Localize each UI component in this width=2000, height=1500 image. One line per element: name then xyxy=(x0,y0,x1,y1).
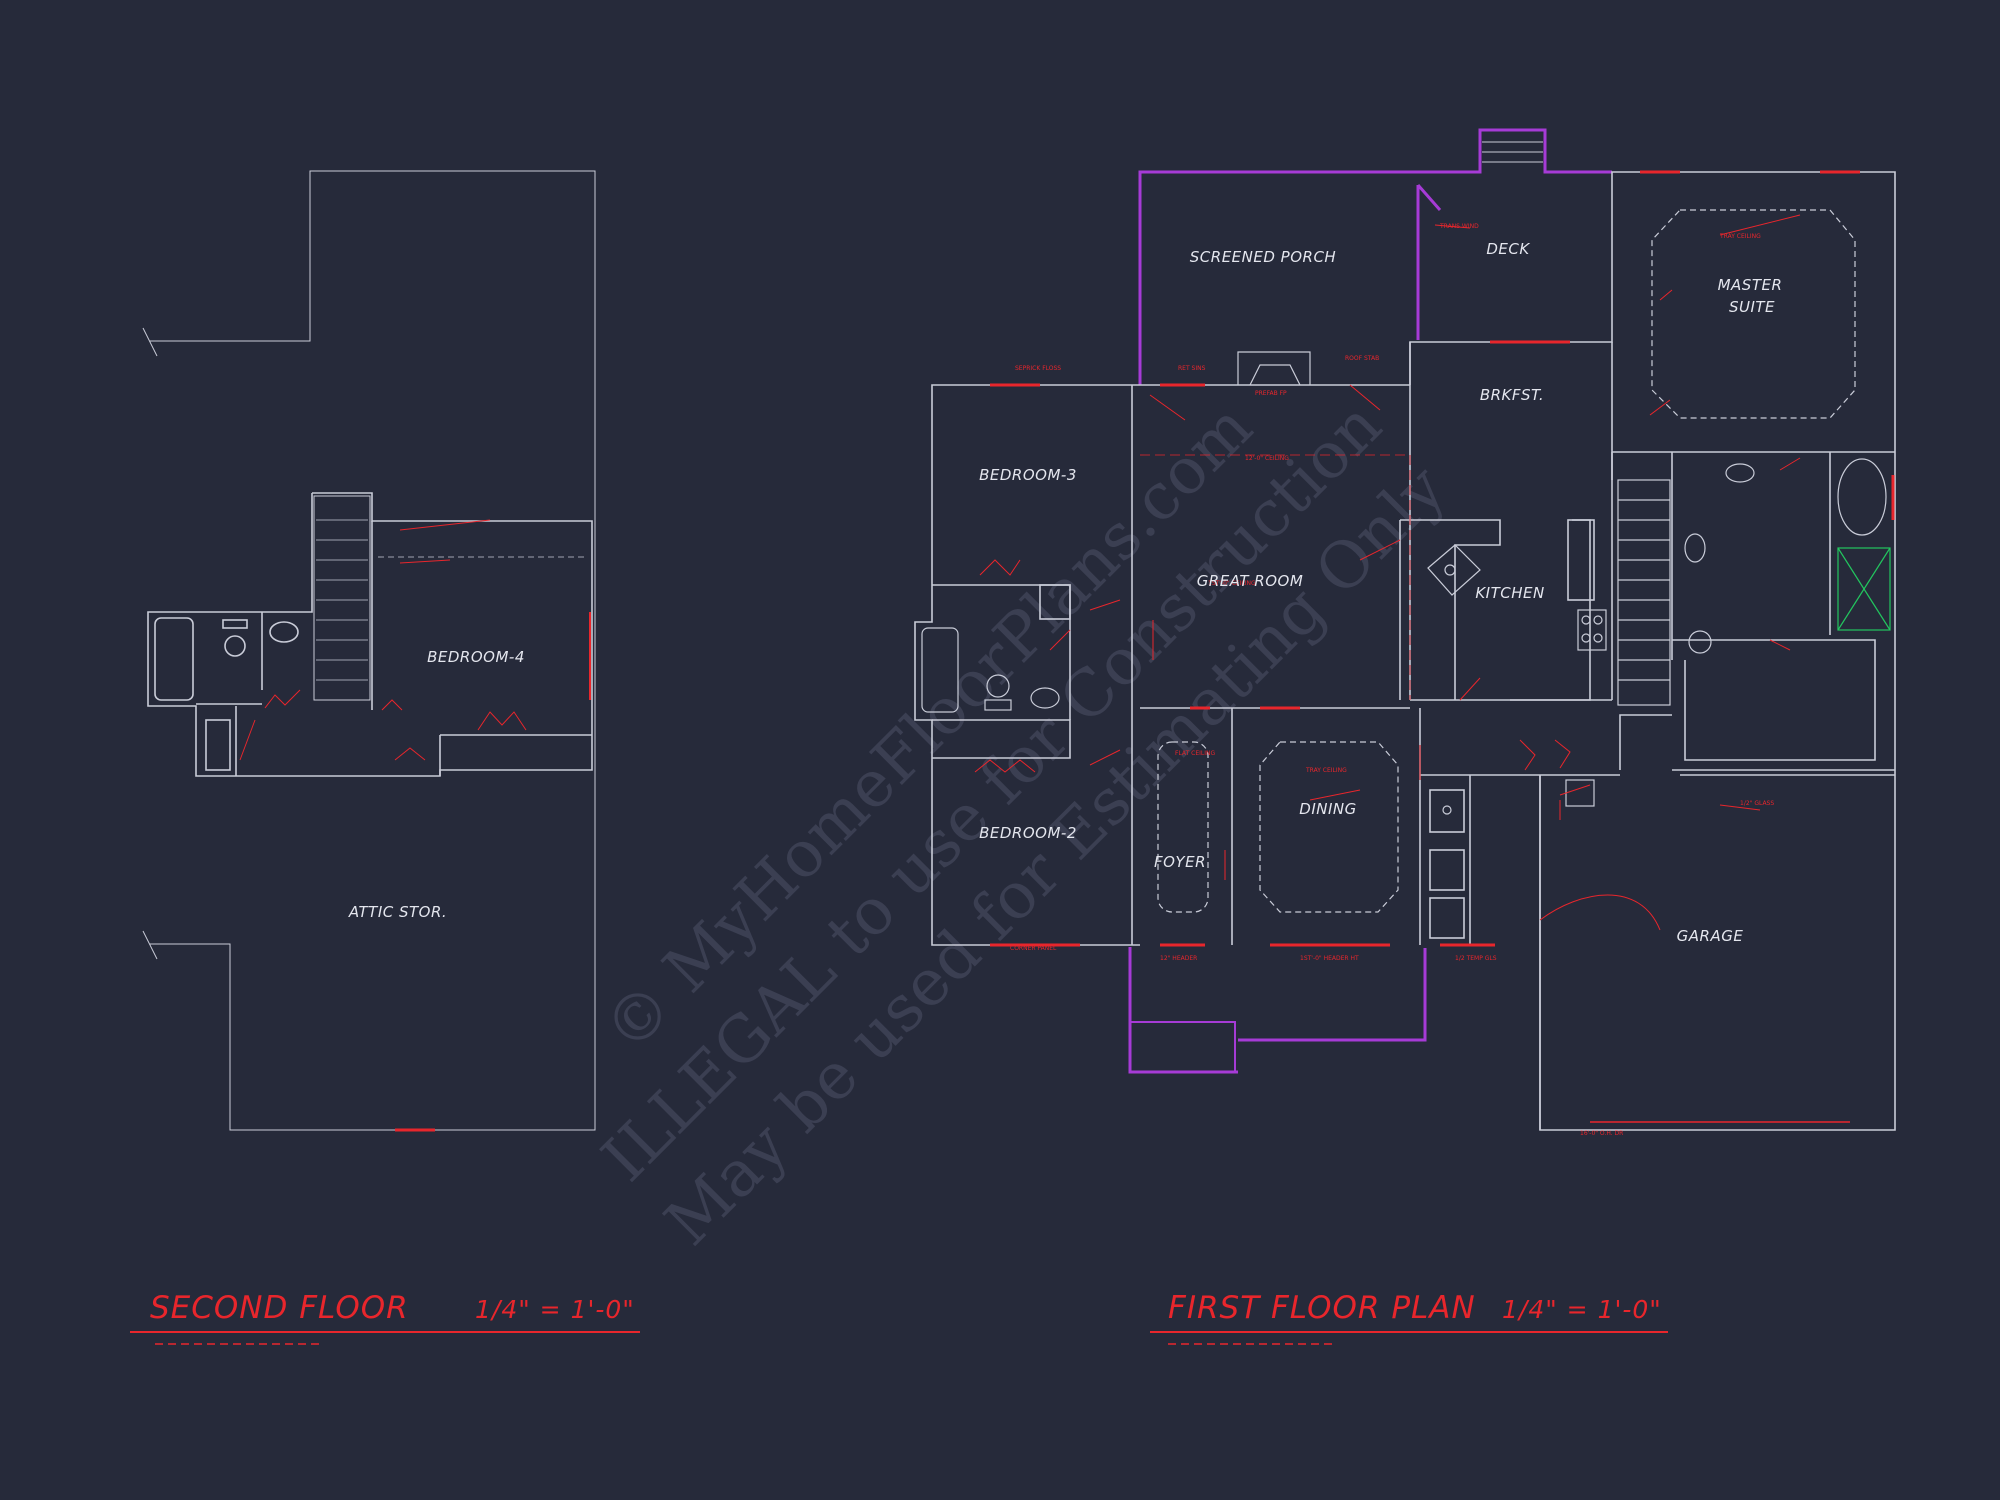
svg-text:ROOF STAB: ROOF STAB xyxy=(1345,355,1379,362)
first-floor-notes: SEPRICK FLOSS RET SINS ROOF STAB PREFAB … xyxy=(1010,223,1774,1137)
stairs-treads xyxy=(316,519,368,681)
svg-text:CORNER PANEL: CORNER PANEL xyxy=(1010,945,1057,952)
dining-tray-ceiling xyxy=(1259,741,1399,913)
stairs-icon xyxy=(313,495,371,701)
range-icon xyxy=(1577,609,1607,651)
svg-text:TRAY CEILING: TRAY CEILING xyxy=(1719,233,1761,240)
svg-text:1ST'-0" CEILING: 1ST'-0" CEILING xyxy=(1208,580,1256,587)
bedroom4-label: BEDROOM-4 xyxy=(427,648,525,666)
foyer-ceiling xyxy=(1157,741,1209,913)
bathtub-icon xyxy=(921,627,959,713)
watermark: © MyHomeFloorPlans.com ILLEGAL to use fo… xyxy=(588,388,1460,1260)
first-floor-title: FIRST FLOOR PLAN xyxy=(1168,1290,1476,1326)
bathtub-icon xyxy=(154,617,194,701)
svg-text:1/2 TEMP GLS: 1/2 TEMP GLS xyxy=(1455,955,1497,962)
svg-text:TRANS WIND: TRANS WIND xyxy=(1439,223,1479,230)
attic-storage-label: ATTIC STOR. xyxy=(348,903,447,921)
first-floor-fixtures xyxy=(921,209,1891,913)
svg-text:12'-0" CEILING: 12'-0" CEILING xyxy=(1245,455,1289,462)
svg-text:12" HEADER: 12" HEADER xyxy=(1160,955,1197,962)
sink-icon xyxy=(1684,533,1706,563)
toilet-icon xyxy=(224,635,246,657)
watermark-line-2: ILLEGAL to use for Construction xyxy=(588,388,1396,1196)
svg-text:PREFAB FP: PREFAB FP xyxy=(1255,390,1287,397)
master-suite-label-line1: MASTER xyxy=(1718,276,1783,294)
kitchen-label: KITCHEN xyxy=(1475,584,1544,602)
screened-porch-label: SCREENED PORCH xyxy=(1190,248,1336,266)
garage-label: GARAGE xyxy=(1677,927,1744,945)
great-room-label: GREAT ROOM xyxy=(1197,572,1304,590)
svg-text:SEPRICK FLOSS: SEPRICK FLOSS xyxy=(1015,365,1061,372)
first-floor-scale: 1/4" = 1'-0" xyxy=(1502,1295,1662,1324)
break-line xyxy=(142,327,158,357)
rear-steps xyxy=(1482,141,1543,163)
master-suite-label-line2: SUITE xyxy=(1729,298,1775,316)
svg-text:1ST'-0" HEADER HT: 1ST'-0" HEADER HT xyxy=(1300,955,1359,962)
svg-text:RET SINS: RET SINS xyxy=(1178,365,1206,372)
sink-icon xyxy=(1725,463,1755,483)
foyer-label: FOYER xyxy=(1154,853,1206,871)
deck-label: DECK xyxy=(1486,240,1530,258)
first-floor-annotations xyxy=(974,170,1895,1123)
stairs-icon xyxy=(1617,479,1671,706)
svg-text:1/2" GLASS: 1/2" GLASS xyxy=(1740,800,1774,807)
svg-text:16'-0" O.H. DR: 16'-0" O.H. DR xyxy=(1580,1130,1623,1137)
sink-icon xyxy=(269,621,299,643)
porch-outline xyxy=(1128,128,1612,1074)
front-steps xyxy=(1129,1021,1236,1073)
break-line xyxy=(142,930,158,960)
sink-icon xyxy=(1427,544,1481,596)
svg-text:FLAT CEILING: FLAT CEILING xyxy=(1175,750,1215,757)
bathtub-icon xyxy=(1837,458,1887,536)
shower-icon xyxy=(1837,547,1891,631)
toilet-icon xyxy=(1688,630,1712,654)
fireplace-icon xyxy=(1237,351,1311,386)
svg-text:TRAY CEILING: TRAY CEILING xyxy=(1305,767,1347,774)
master-tray-ceiling xyxy=(1651,209,1856,419)
toilet-icon xyxy=(986,674,1010,698)
attic-outline-upper xyxy=(150,170,596,1131)
second-floor-scale: 1/4" = 1'-0" xyxy=(475,1295,635,1324)
second-floor-plan xyxy=(142,170,596,1131)
bedroom3-label: BEDROOM-3 xyxy=(979,466,1077,484)
dining-label: DINING xyxy=(1299,800,1356,818)
second-floor-title: SECOND FLOOR xyxy=(150,1290,409,1326)
second-floor-annotations xyxy=(239,519,591,1132)
sink-icon xyxy=(1030,687,1060,709)
brkfst-label: BRKFST. xyxy=(1480,386,1544,404)
bedroom2-label: BEDROOM-2 xyxy=(979,824,1077,842)
